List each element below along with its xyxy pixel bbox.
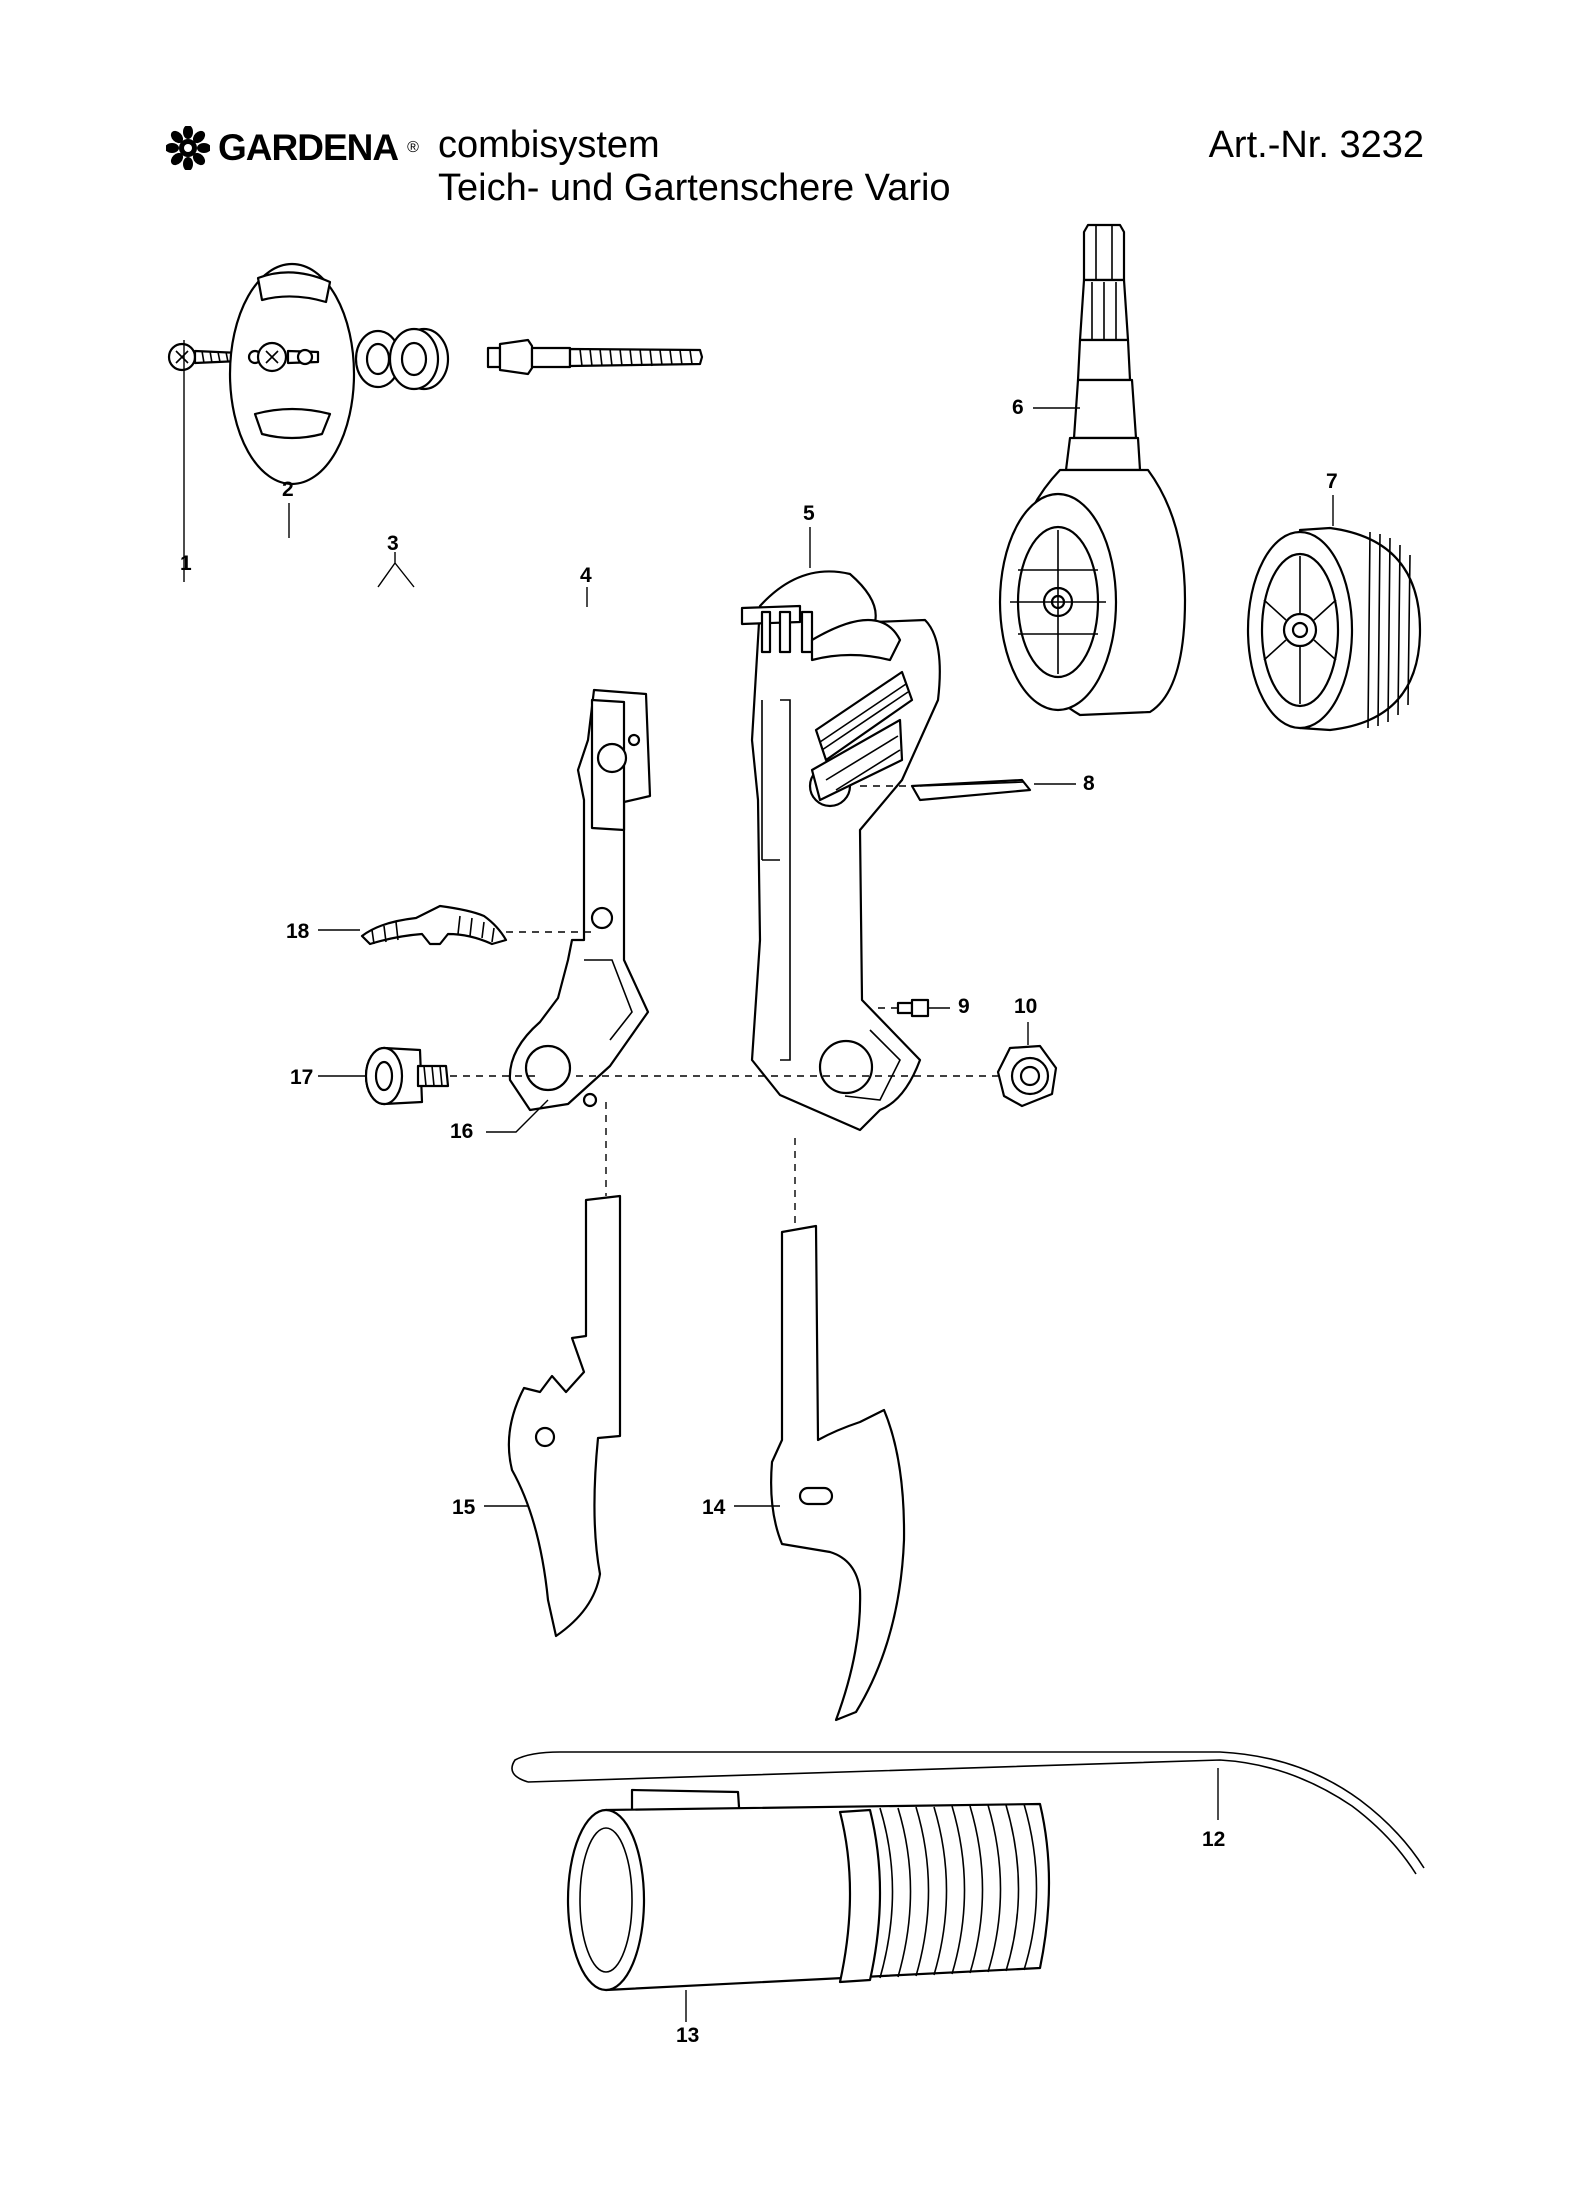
callout-18: 18 bbox=[286, 920, 310, 943]
threaded-rod-icon bbox=[486, 338, 704, 376]
header: GARDENA ® combisystem Teich- und Gartensc… bbox=[0, 0, 1572, 240]
nut-icon bbox=[996, 1044, 1058, 1108]
product-name: Teich- und Gartenschere Vario bbox=[438, 167, 951, 209]
spring-sleeve-icon bbox=[566, 1802, 1051, 1992]
callout-14: 14 bbox=[702, 1496, 726, 1519]
head-housing-icon bbox=[740, 570, 941, 1132]
product-line: combisystem bbox=[438, 124, 660, 166]
callout-5: 5 bbox=[803, 502, 815, 525]
cover-plate-icon bbox=[228, 262, 356, 486]
brand-logo: GARDENA ® bbox=[166, 126, 419, 170]
gardena-flower-icon bbox=[166, 126, 210, 170]
small-pin-icon bbox=[896, 998, 930, 1018]
clip-icon bbox=[910, 778, 1032, 802]
brand-name: GARDENA bbox=[218, 127, 399, 168]
callout-2: 2 bbox=[282, 478, 294, 501]
callout-17: 17 bbox=[290, 1066, 313, 1089]
brand-registered-mark: ® bbox=[407, 139, 419, 156]
callout-4: 4 bbox=[580, 564, 592, 587]
shaft-joint-icon bbox=[998, 223, 1187, 717]
callout-6: 6 bbox=[1012, 396, 1024, 419]
callout-8: 8 bbox=[1083, 772, 1095, 795]
callout-12: 12 bbox=[1202, 1828, 1225, 1851]
callout-3: 3 bbox=[387, 532, 399, 555]
washers-icon bbox=[354, 327, 450, 391]
pivot-bolt-icon bbox=[364, 1046, 450, 1106]
adjuster-wheel-icon bbox=[1246, 526, 1422, 732]
callout-1: 1 bbox=[180, 552, 192, 575]
left-blade-icon bbox=[507, 1194, 622, 1638]
right-blade-icon bbox=[770, 1224, 906, 1722]
leader-16 bbox=[486, 1099, 549, 1133]
callout-15: 15 bbox=[452, 1496, 476, 1519]
spring-plate-icon bbox=[360, 904, 508, 946]
callout-13: 13 bbox=[676, 2024, 699, 2047]
lever-arm-icon bbox=[508, 688, 652, 1112]
article-number: Art.-Nr. 3232 bbox=[1208, 124, 1424, 166]
callout-16: 16 bbox=[450, 1120, 473, 1143]
callout-9: 9 bbox=[958, 995, 970, 1018]
callout-10: 10 bbox=[1014, 995, 1037, 1018]
callout-7: 7 bbox=[1326, 470, 1338, 493]
leader-3 bbox=[377, 552, 415, 588]
